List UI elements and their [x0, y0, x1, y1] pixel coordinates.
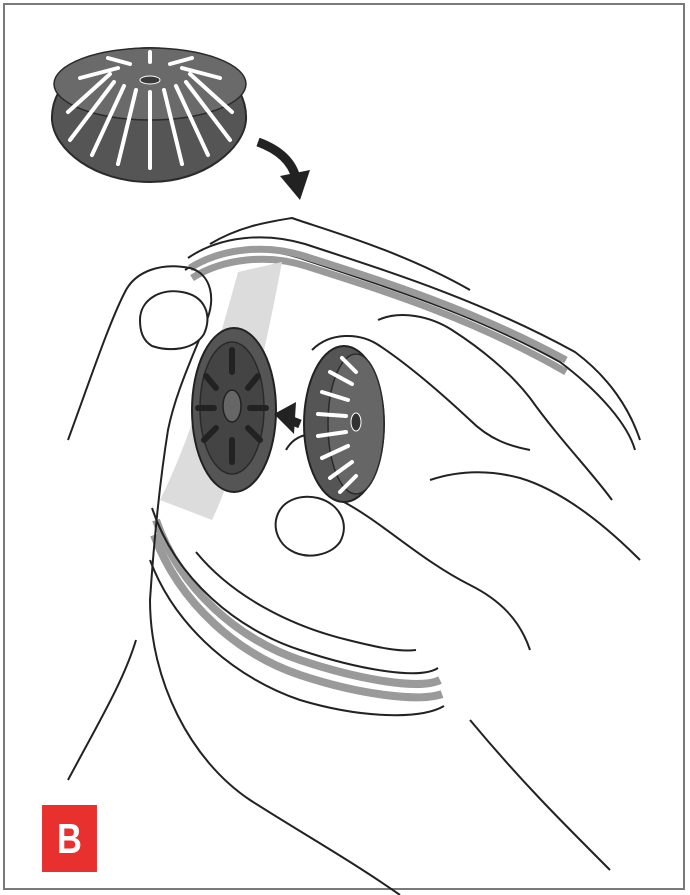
domed-slotted-cap-icon: [52, 48, 246, 182]
step-badge: B: [42, 805, 97, 872]
arrow-left-icon: [274, 402, 300, 434]
valve-disc-icon: [192, 328, 276, 492]
held-slotted-cap-icon: [304, 346, 384, 502]
curved-arrow-down-icon: [258, 142, 310, 200]
